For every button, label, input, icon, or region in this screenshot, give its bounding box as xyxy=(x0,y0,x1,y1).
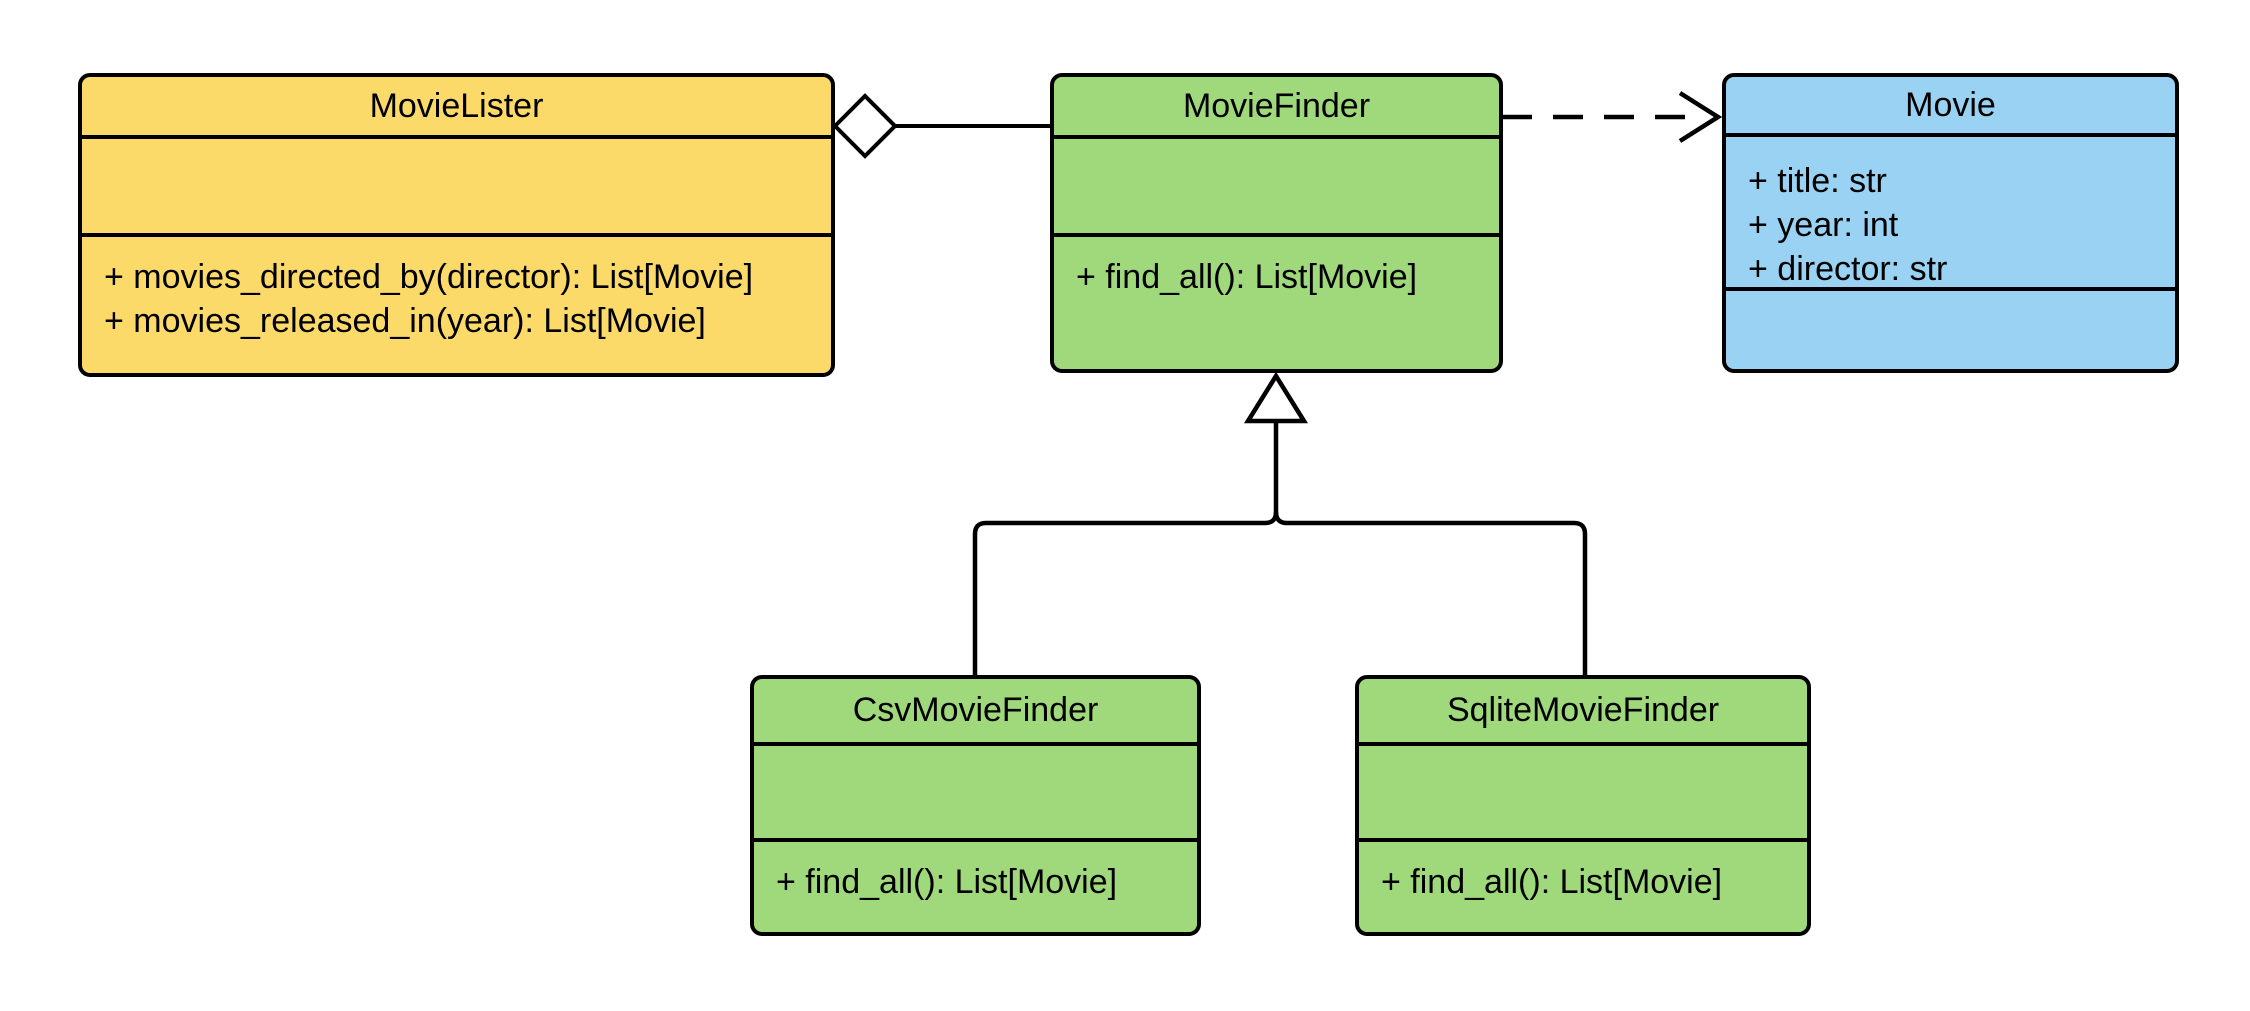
class-box-sqlitemoviefinder: SqliteMovieFinder + find_all(): List[Mov… xyxy=(1355,675,1811,936)
class-methods-compartment: + find_all(): List[Movie] xyxy=(1359,838,1807,932)
method-item: + movies_directed_by(director): List[Mov… xyxy=(104,258,754,296)
aggregation-connector xyxy=(832,93,1050,159)
attribute-item: + director: str xyxy=(1748,250,1948,288)
method-item: + movies_released_in(year): List[Movie] xyxy=(104,302,706,340)
class-attributes-compartment xyxy=(1054,135,1499,233)
dependency-connector xyxy=(1502,91,1723,143)
class-title: SqliteMovieFinder xyxy=(1446,691,1720,729)
method-item: + find_all(): List[Movie] xyxy=(1076,258,1418,296)
class-attributes-compartment xyxy=(754,742,1197,838)
class-box-moviefinder: MovieFinder + find_all(): List[Movie] xyxy=(1050,73,1503,373)
inheritance-triangle-icon xyxy=(1243,371,1309,424)
class-attributes-compartment: + title: str + year: int + director: str xyxy=(1726,133,2175,288)
class-title: CsvMovieFinder xyxy=(852,691,1099,729)
class-methods-compartment: + find_all(): List[Movie] xyxy=(1054,233,1499,369)
class-methods-compartment: + find_all(): List[Movie] xyxy=(754,838,1197,932)
aggregation-diamond-icon xyxy=(832,93,898,159)
attribute-item: + title: str xyxy=(1748,162,1887,200)
inheritance-branch-left xyxy=(972,421,1279,675)
class-box-csvmoviefinder: CsvMovieFinder + find_all(): List[Movie] xyxy=(750,675,1201,936)
inheritance-connector xyxy=(972,371,1588,675)
class-box-movie: Movie + title: str + year: int + directo… xyxy=(1722,73,2179,373)
dependency-arrowhead-icon xyxy=(1678,91,1723,143)
class-attributes-compartment xyxy=(82,135,831,233)
class-methods-compartment: + movies_directed_by(director): List[Mov… xyxy=(82,233,831,373)
class-box-movielister: MovieLister + movies_directed_by(directo… xyxy=(78,73,835,377)
class-title: MovieLister xyxy=(369,86,544,125)
method-item: + find_all(): List[Movie] xyxy=(1381,863,1723,901)
inheritance-branch-right xyxy=(1273,511,1588,675)
class-title: MovieFinder xyxy=(1182,86,1371,125)
method-item: + find_all(): List[Movie] xyxy=(776,863,1118,901)
class-attributes-compartment xyxy=(1359,742,1807,838)
class-methods-compartment xyxy=(1726,287,2175,369)
attribute-item: + year: int xyxy=(1748,206,1899,244)
class-title: Movie xyxy=(1905,85,1996,124)
